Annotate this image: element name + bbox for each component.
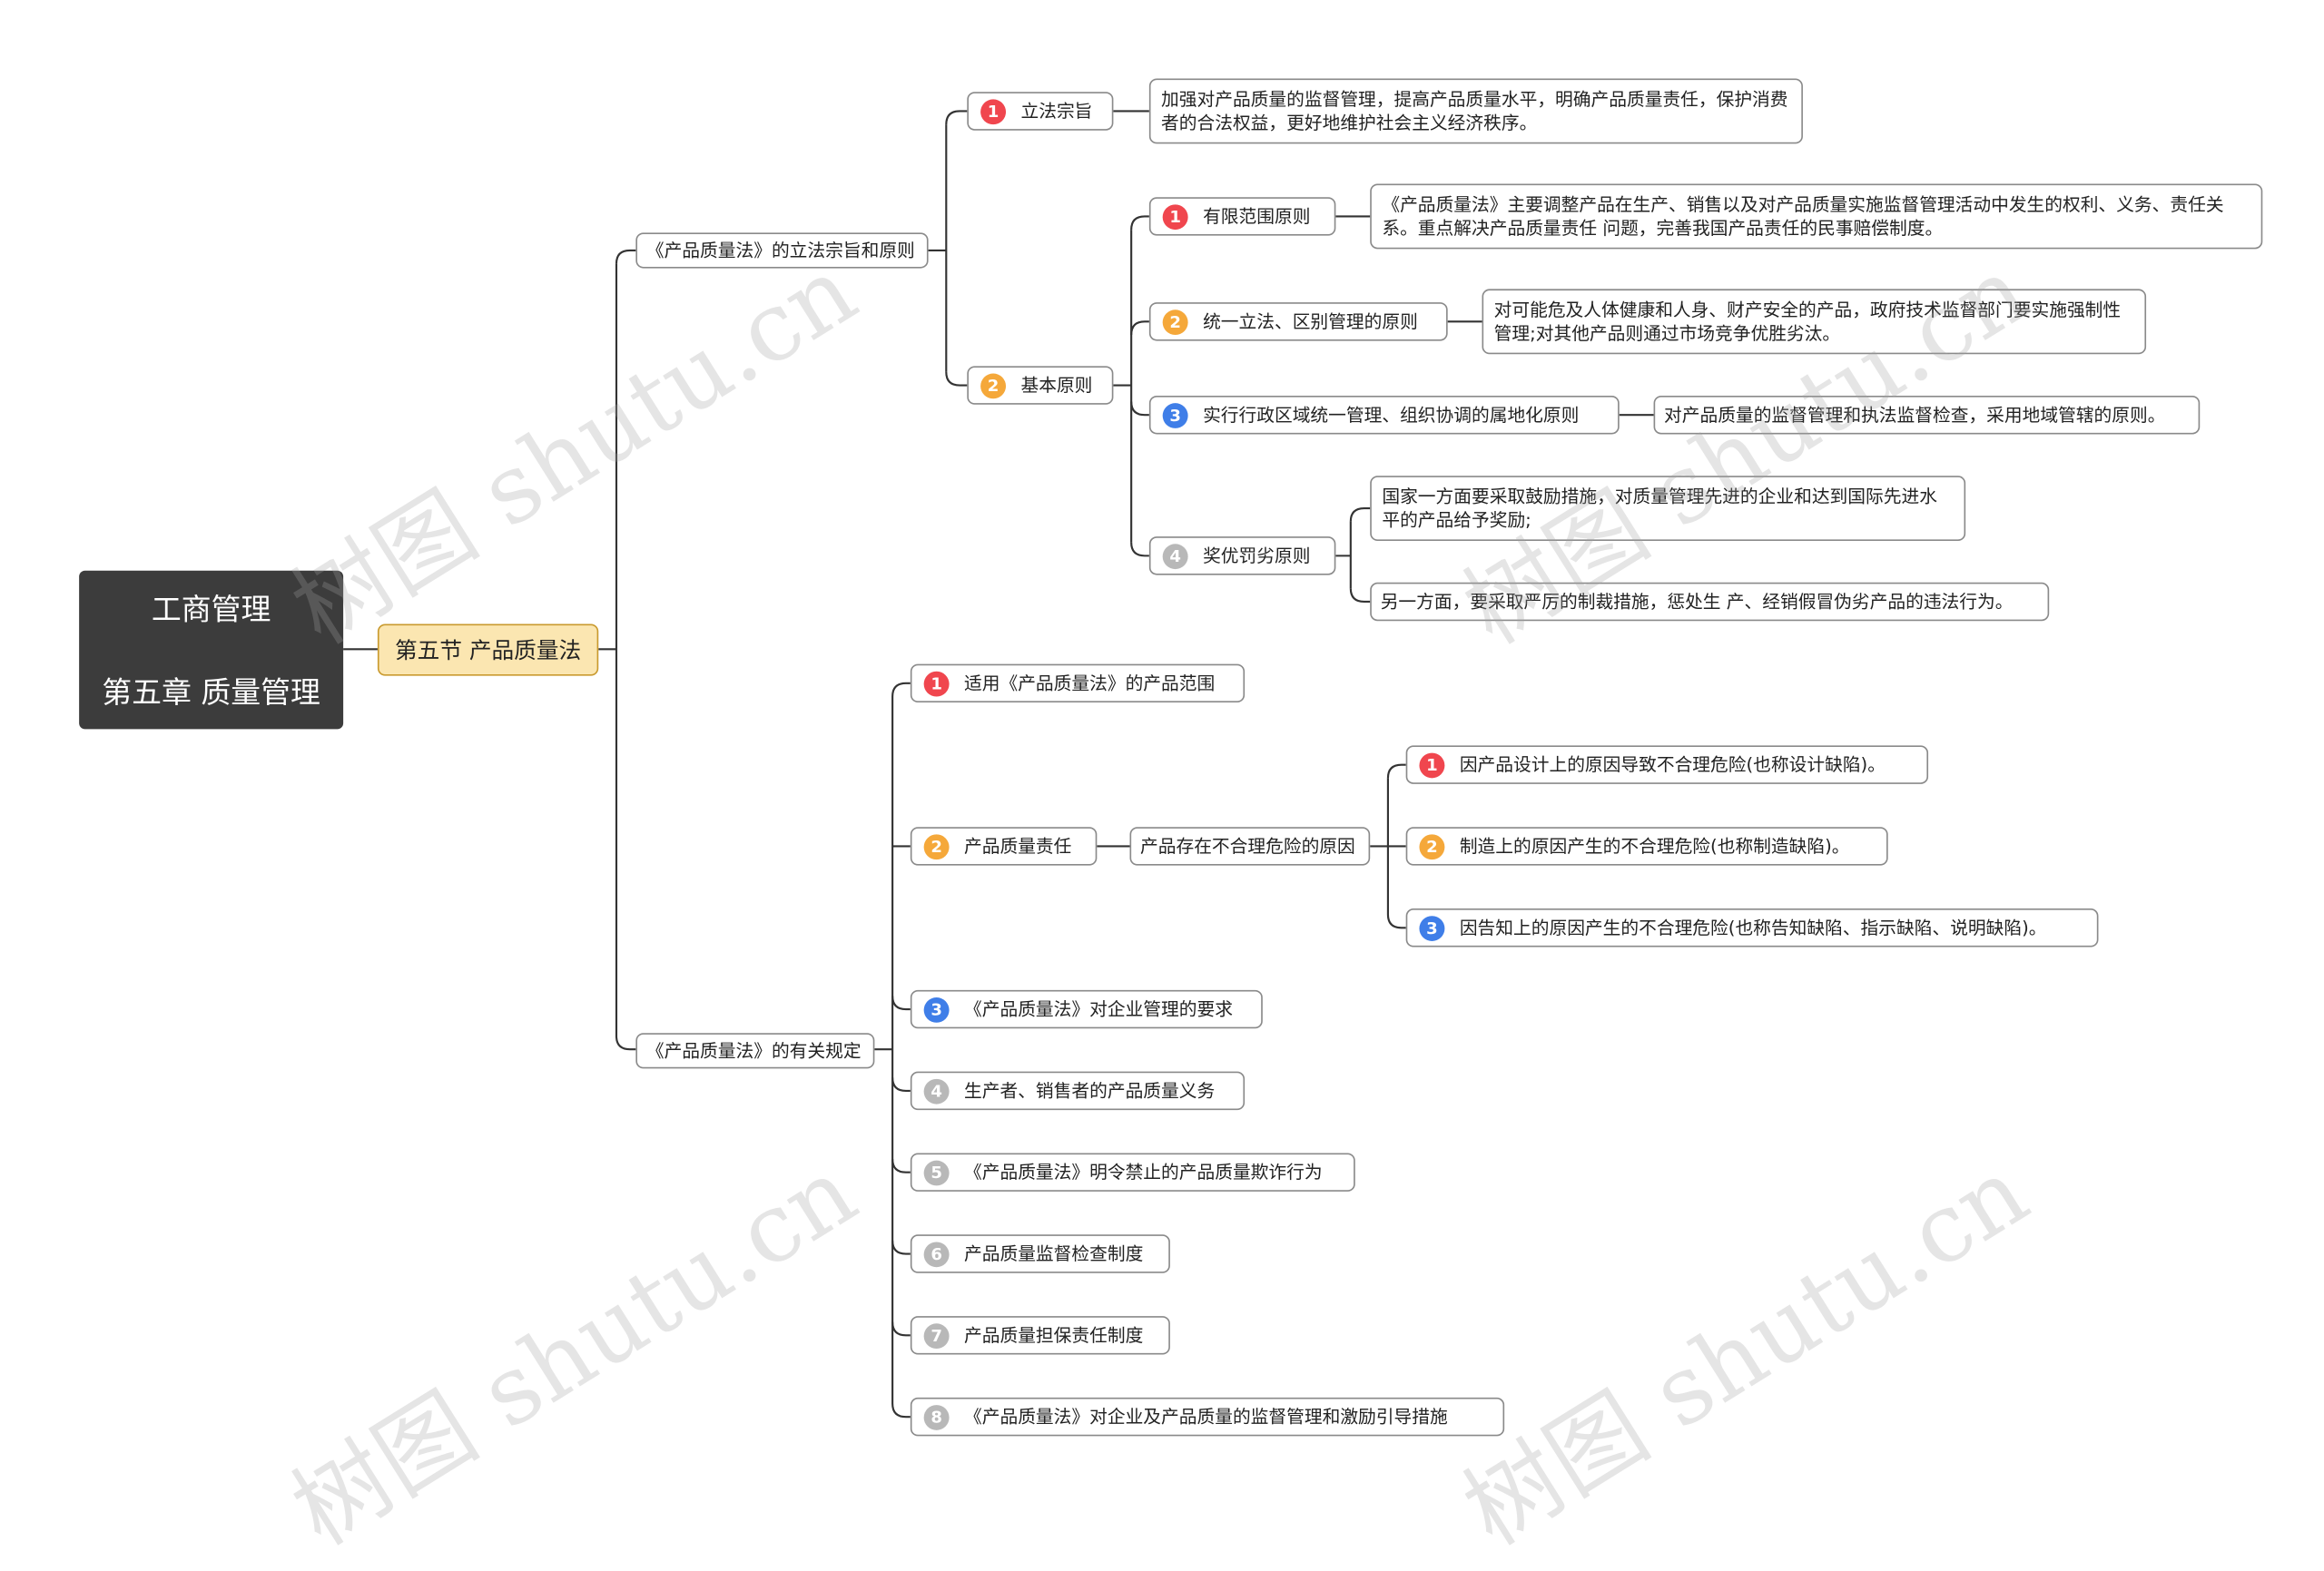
number-badge: 1 <box>923 670 950 696</box>
provision-label: 生产者、销售者的产品质量义务 <box>964 1080 1216 1102</box>
number-badge: 3 <box>1162 402 1188 428</box>
principle-limited-scope[interactable]: 1 有限范围原则 <box>1148 197 1336 236</box>
provision-item[interactable]: 8 《产品质量法》对企业及产品质量的监督管理和激励引导措施 <box>910 1397 1505 1437</box>
provision-item[interactable]: 1 适用《产品质量法》的产品范围 <box>910 663 1246 703</box>
principle-label: 奖优罚劣原则 <box>1203 545 1311 566</box>
number-badge: 2 <box>1162 309 1188 335</box>
number-badge: 2 <box>923 833 950 859</box>
cause-item[interactable]: 3 因告知上的原因产生的不合理危险(也称告知缺陷、指示缺陷、说明缺陷)。 <box>1405 908 2099 948</box>
number-badge: 7 <box>923 1322 950 1349</box>
provision-label: 适用《产品质量法》的产品范围 <box>964 673 1216 694</box>
branch-related-provisions[interactable]: 《产品质量法》的有关规定 <box>635 1033 875 1069</box>
number-badge: 4 <box>1162 543 1188 569</box>
number-badge: 3 <box>1419 915 1445 941</box>
number-badge: 1 <box>1419 751 1445 778</box>
number-badge: 1 <box>980 98 1007 124</box>
principle-detail-text: 对可能危及人体健康和人身、财产安全的产品，政府技术监督部门要实施强制性管理;对其… <box>1493 299 2122 344</box>
number-badge: 2 <box>980 372 1007 398</box>
number-badge: 8 <box>923 1404 950 1430</box>
branch-a-label: 《产品质量法》的立法宗旨和原则 <box>645 240 915 261</box>
provision-label: 《产品质量法》明令禁止的产品质量欺诈行为 <box>964 1162 1323 1183</box>
root-topic[interactable]: 工商管理 第五章 质量管理 <box>79 570 344 730</box>
principle-unified-legislation[interactable]: 2 统一立法、区别管理的原则 <box>1148 302 1448 341</box>
principle-limited-scope-detail[interactable]: 《产品质量法》主要调整产品在生产、销售以及对产品质量实施监督管理活动中发生的权利… <box>1370 183 2263 250</box>
number-badge: 3 <box>923 997 950 1022</box>
mindmap-canvas: 工商管理 第五章 质量管理 第五节 产品质量法 《产品质量法》的立法宗旨和原则 … <box>79 78 2263 1567</box>
purpose-node[interactable]: 1 立法宗旨 <box>967 92 1114 131</box>
cause-label: 产品存在不合理危险的原因 <box>1140 836 1355 857</box>
principle-territorial[interactable]: 3 实行行政区域统一管理、组织协调的属地化原则 <box>1148 396 1620 435</box>
provision-label: 产品质量担保责任制度 <box>964 1324 1144 1346</box>
principle-detail-text: 对产品质量的监督管理和执法监督检查，采用地域管辖的原则。 <box>1664 404 2166 426</box>
provision-item-liability[interactable]: 2 产品质量责任 <box>910 827 1098 866</box>
cause-item[interactable]: 1 因产品设计上的原因导致不合理危险(也称设计缺陷)。 <box>1405 745 1929 784</box>
principles-label: 基本原则 <box>1020 375 1093 397</box>
provision-item[interactable]: 7 产品质量担保责任制度 <box>910 1316 1170 1355</box>
provision-label: 产品质量责任 <box>964 836 1072 857</box>
section-topic[interactable]: 第五节 产品质量法 <box>377 623 599 676</box>
provision-label: 《产品质量法》对企业管理的要求 <box>964 998 1233 1020</box>
provision-item[interactable]: 3 《产品质量法》对企业管理的要求 <box>910 989 1263 1029</box>
principle-reward-punish[interactable]: 4 奖优罚劣原则 <box>1148 536 1336 575</box>
provision-label: 《产品质量法》对企业及产品质量的监督管理和激励引导措施 <box>964 1406 1448 1428</box>
number-badge: 1 <box>1162 203 1188 230</box>
principle-label: 有限范围原则 <box>1203 205 1311 227</box>
principles-node[interactable]: 2 基本原则 <box>967 366 1114 405</box>
principle-label: 统一立法、区别管理的原则 <box>1203 310 1418 332</box>
cause-item-label: 因产品设计上的原因导致不合理危险(也称设计缺陷)。 <box>1459 754 1886 776</box>
principle-punish-detail[interactable]: 另一方面，要采取严厉的制裁措施，惩处生 产、经销假冒伪劣产品的违法行为。 <box>1370 582 2050 622</box>
provision-item[interactable]: 4 生产者、销售者的产品质量义务 <box>910 1071 1246 1111</box>
number-badge: 5 <box>923 1159 950 1185</box>
number-badge: 2 <box>1419 833 1445 859</box>
unreasonable-danger-causes[interactable]: 产品存在不合理危险的原因 <box>1129 827 1371 866</box>
cause-item-label: 因告知上的原因产生的不合理危险(也称告知缺陷、指示缺陷、说明缺陷)。 <box>1459 917 2047 938</box>
branch-b-label: 《产品质量法》的有关规定 <box>645 1040 862 1062</box>
principle-detail-text: 《产品质量法》主要调整产品在生产、销售以及对产品质量实施监督管理活动中发生的权利… <box>1382 193 2224 239</box>
purpose-detail-text: 加强对产品质量的监督管理，提高产品质量水平，明确产品质量责任，保护消费者的合法权… <box>1161 88 1788 133</box>
principle-territorial-detail[interactable]: 对产品质量的监督管理和执法监督检查，采用地域管辖的原则。 <box>1653 396 2201 435</box>
provision-label: 产品质量监督检查制度 <box>964 1243 1144 1264</box>
provision-item[interactable]: 5 《产品质量法》明令禁止的产品质量欺诈行为 <box>910 1153 1355 1192</box>
branch-purpose-principles[interactable]: 《产品质量法》的立法宗旨和原则 <box>635 232 929 269</box>
connector-lines <box>343 110 1654 1419</box>
number-badge: 4 <box>923 1078 950 1104</box>
principle-label: 实行行政区域统一管理、组织协调的属地化原则 <box>1203 404 1580 426</box>
principle-detail-text: 另一方面，要采取严厉的制裁措施，惩处生 产、经销假冒伪劣产品的违法行为。 <box>1380 591 2014 613</box>
section-label: 第五节 产品质量法 <box>395 636 582 663</box>
root-title-line2: 第五章 质量管理 <box>102 673 320 710</box>
principle-reward-detail[interactable]: 国家一方面要采取鼓励措施，对质量管理先进的企业和达到国际先进水平的产品给予奖励; <box>1370 476 1966 542</box>
provision-item[interactable]: 6 产品质量监督检查制度 <box>910 1234 1170 1273</box>
purpose-label: 立法宗旨 <box>1020 101 1093 122</box>
principle-detail-text: 国家一方面要采取鼓励措施，对质量管理先进的企业和达到国际先进水平的产品给予奖励; <box>1382 486 1937 531</box>
cause-item[interactable]: 2 制造上的原因产生的不合理危险(也称制造缺陷)。 <box>1405 827 1888 866</box>
cause-item-label: 制造上的原因产生的不合理危险(也称制造缺陷)。 <box>1459 836 1850 857</box>
purpose-detail[interactable]: 加强对产品质量的监督管理，提高产品质量水平，明确产品质量责任，保护消费者的合法权… <box>1148 78 1803 144</box>
root-title-line1: 工商管理 <box>151 590 271 626</box>
principle-unified-legislation-detail[interactable]: 对可能危及人体健康和人身、财产安全的产品，政府技术监督部门要实施强制性管理;对其… <box>1482 289 2147 355</box>
number-badge: 6 <box>923 1241 950 1267</box>
